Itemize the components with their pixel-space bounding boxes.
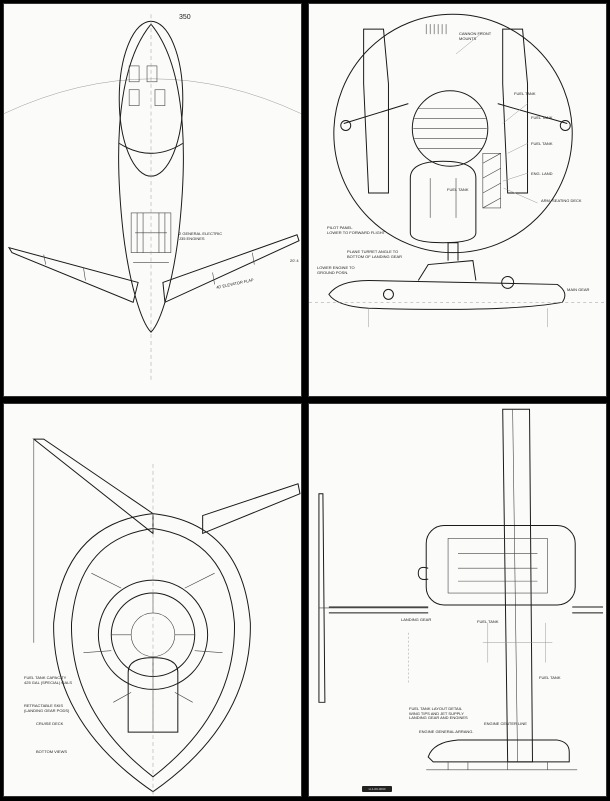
note-cruise-deck: CRUISE DECK [36,721,64,726]
drawing-panel-bottom-right: LANDING GEAR FUEL TANK FUEL TANK FUEL TA… [308,403,607,797]
note-main-gear: MAIN GEAR [567,287,590,292]
drawing-tag: H-1-00-0000 [362,786,392,792]
note-cannon-mounts: CANNON FRONT MOUNTS [459,31,492,41]
note-fuel-tank-3: FUEL TANK [531,141,553,146]
note-bottom-views: BOTTOM VIEWS [36,749,68,754]
engine-note: 2 GENERAL ELECTRIC J35 ENGINES [179,231,223,241]
plan-view-drawing [4,14,301,382]
note-engine-centerline: ENGINE CENTER LINE [484,721,527,726]
note-engine-land: ENG. LAND [531,171,553,176]
wing-plan-drawing [318,408,604,771]
note-fuel-tank-1: FUEL TANK [514,91,536,96]
underside-view-drawing [32,438,301,796]
note-engine-arrangement: ENGINE GENERAL ARRANG. [419,729,474,734]
note-pilot-panel: PILOT PANEL LOWER TO FORWARD FLIGHT [327,225,386,235]
drawing-panel-bottom-left: FUEL TANK CAPACITY 425 GAL (SPECIAL) GAL… [3,403,302,797]
note-fuel-tank-b: FUEL TANK [539,675,561,680]
note-fuel-tank-a: FUEL TANK [477,619,499,624]
note-lower-engine: LOWER ENGINE TO GROUND POSN. [317,265,355,275]
note-fuel-capacity: FUEL TANK CAPACITY 425 GAL (SPECIAL) GAL… [24,675,73,685]
drawing-panel-top-left: 350 2 GENERAL ELECTRIC J35 ENGINES 40' E… [3,3,302,397]
section-view-drawing [309,13,606,328]
note-seating-deck: ARM. SEATING DECK [541,198,582,203]
drawing-panel-top-right: CANNON FRONT MOUNTS FUEL TANK FUEL TANK … [308,3,607,397]
figure-number: 350 [179,14,191,21]
edge-dimension-note: 20'.4 [290,258,299,263]
note-fuel-tank-2: FUEL TANK [531,115,553,120]
note-landing-gear: LANDING GEAR [401,617,432,622]
note-retractable-skis: RETRACTABLE SKIS (LANDING GEAR PODS) [24,703,70,713]
note-fuel-tank-4: FUEL TANK [447,187,469,192]
note-fuel-tank-layout: FUEL TANK LAYOUT DETAIL WING TIPS AND JE… [409,706,468,721]
note-turret-angle: PLANE TURRET ANGLE TO BOTTOM OF LANDING … [347,249,403,259]
